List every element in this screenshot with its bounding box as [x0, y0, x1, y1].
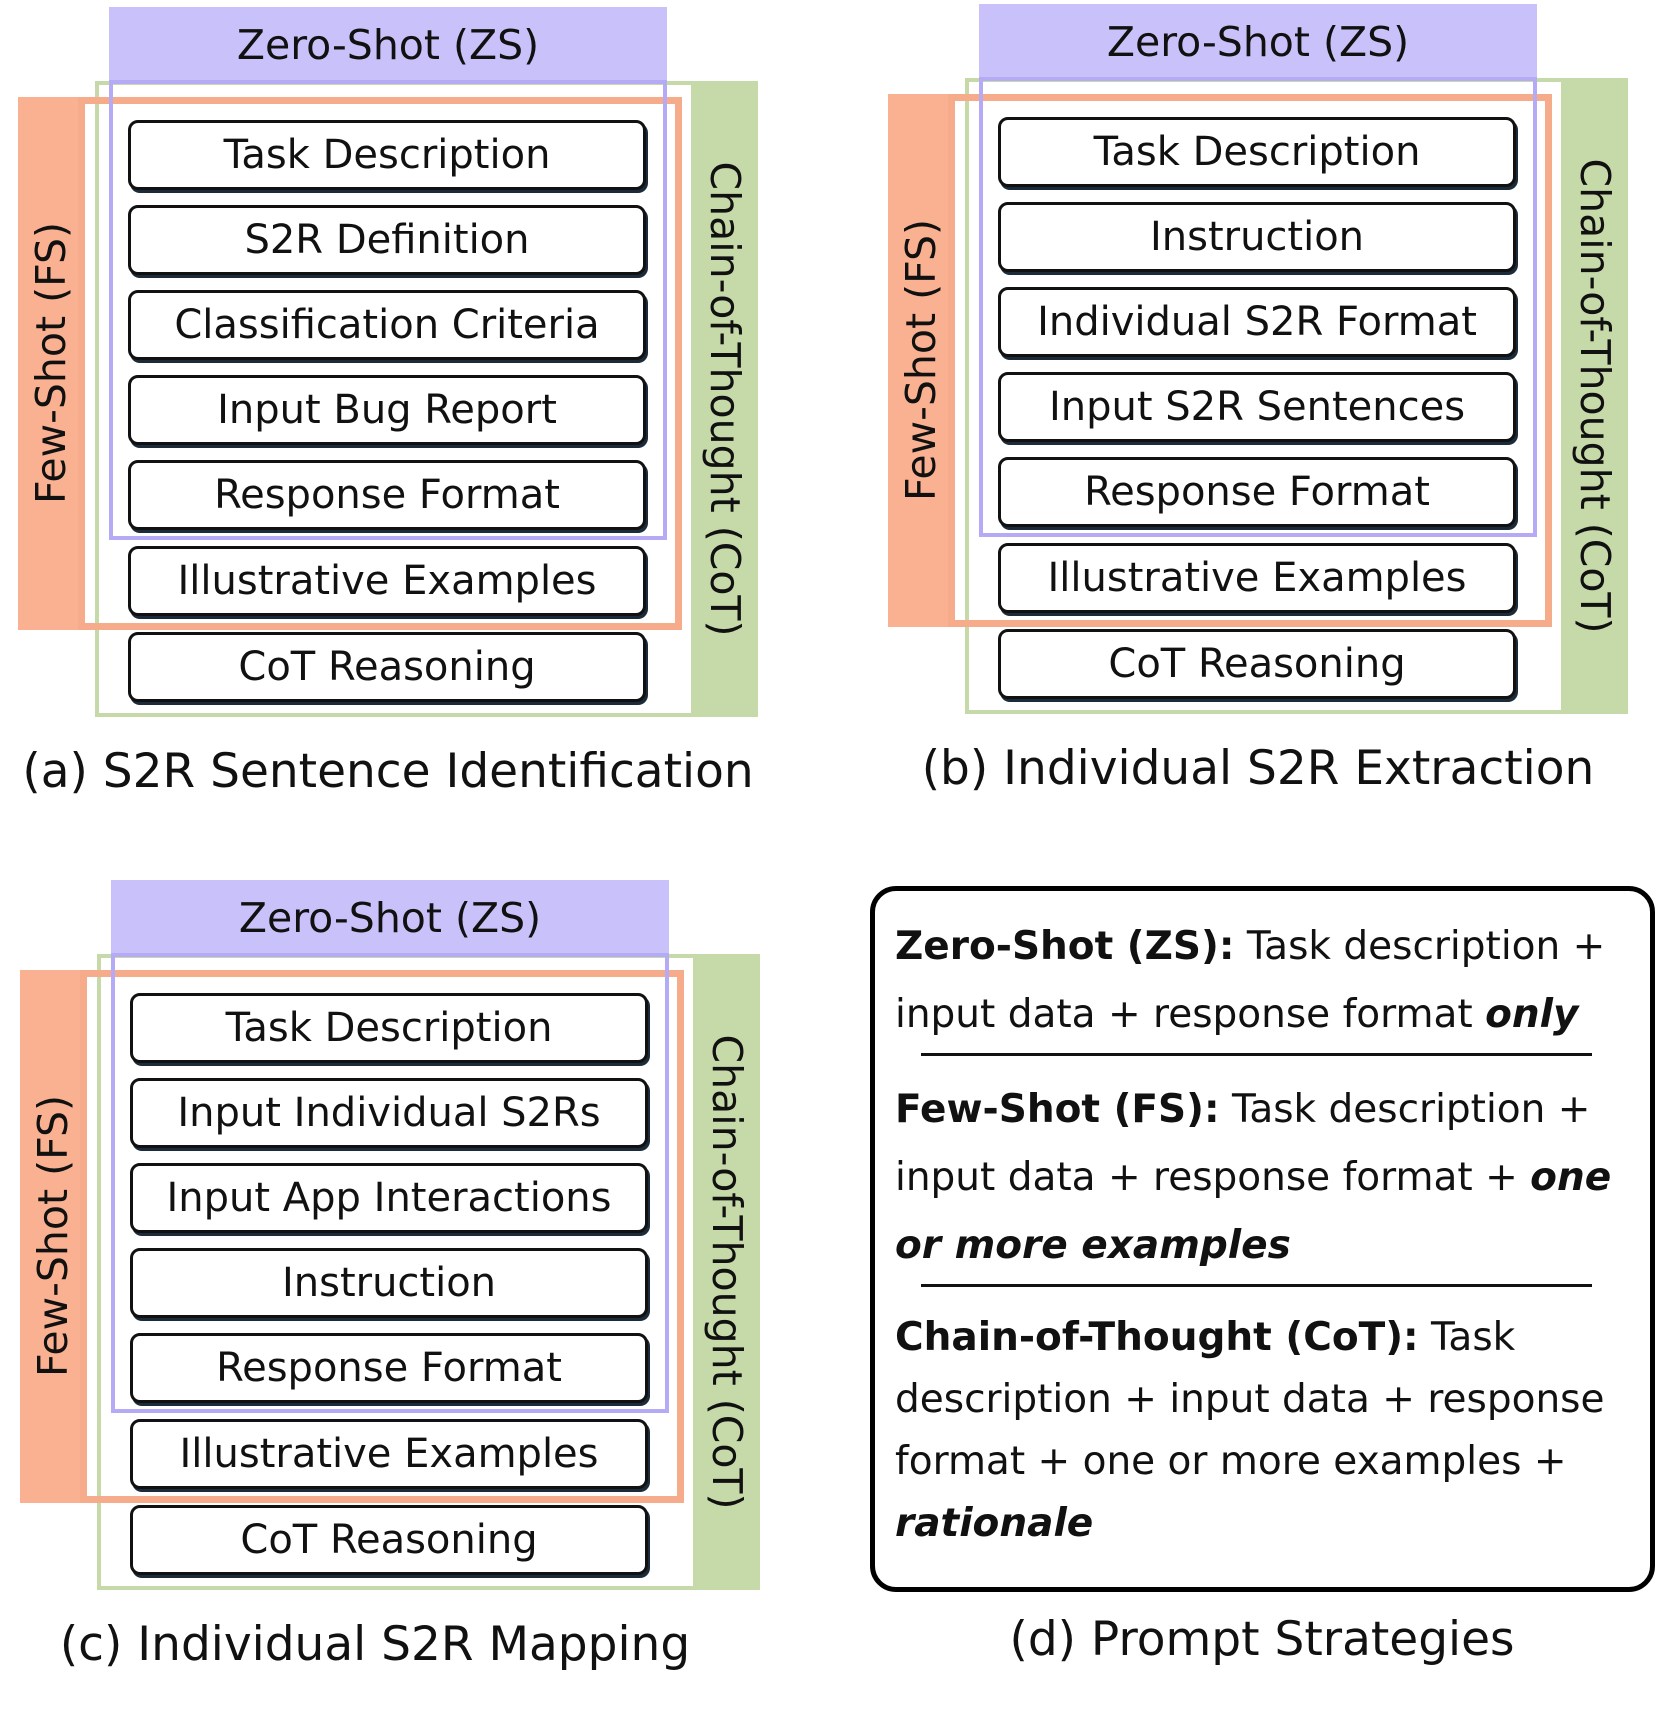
fs-bar — [20, 970, 86, 1503]
prompt-component-box: Response Format — [128, 460, 646, 530]
prompt-component-box: Input S2R Sentences — [998, 372, 1516, 442]
zs-inner-box — [979, 77, 1537, 537]
zs-bar: Zero-Shot (ZS) — [109, 7, 667, 82]
legend-divider — [921, 1053, 1592, 1056]
prompt-strategies-legend: Zero-Shot (ZS): Task description + input… — [870, 886, 1655, 1592]
legend-divider — [921, 1284, 1592, 1287]
prompt-component-box: S2R Definition — [128, 205, 646, 275]
legend-term: Few-Shot (FS): — [895, 1087, 1220, 1132]
zs-label: Zero-Shot (ZS) — [238, 893, 542, 942]
zs-bar: Zero-Shot (ZS) — [979, 4, 1537, 79]
fs-outline — [78, 97, 682, 630]
prompt-component-box: Task Description — [998, 117, 1516, 187]
legend-text: Task description + input data + response… — [895, 924, 1606, 1037]
legend-text: Task description + input data + response… — [895, 1087, 1591, 1200]
cot-label: Chain-of-Thought (CoT) — [703, 1034, 751, 1510]
fs-label: Few-Shot (FS) — [27, 222, 75, 504]
prompt-component-box: Individual S2R Format — [998, 287, 1516, 357]
legend-emphasis: one or more examples — [895, 1155, 1612, 1268]
panel-b: Zero-Shot (ZS) Few-Shot (FS) Chain-of-Th… — [870, 0, 1661, 849]
fs-bar — [888, 94, 954, 627]
legend-entry-cot: Chain-of-Thought (CoT): Task description… — [895, 1307, 1626, 1555]
prompt-component-box: CoT Reasoning — [998, 629, 1516, 699]
prompt-component-box: CoT Reasoning — [128, 632, 646, 702]
fs-outline — [80, 970, 684, 1503]
cot-bar — [692, 81, 758, 717]
zs-label: Zero-Shot (ZS) — [1106, 17, 1410, 66]
prompt-component-box: Classification Criteria — [128, 290, 646, 360]
prompt-component-box: Response Format — [998, 457, 1516, 527]
zs-label: Zero-Shot (ZS) — [236, 20, 540, 69]
legend-text: Task description + input data + response… — [895, 1315, 1605, 1484]
zs-bar: Zero-Shot (ZS) — [111, 880, 669, 955]
legend-emphasis: only — [1485, 992, 1579, 1037]
prompt-component-box: Task Description — [128, 120, 646, 190]
fs-outline — [948, 94, 1552, 627]
zs-inner-box — [109, 80, 667, 540]
prompt-component-box: Instruction — [998, 202, 1516, 272]
fs-bar — [18, 97, 84, 630]
legend-entry-zs: Zero-Shot (ZS): Task description + input… — [895, 913, 1626, 1049]
legend-entry-fs: Few-Shot (FS): Task description + input … — [895, 1076, 1626, 1280]
prompt-component-box: Input App Interactions — [130, 1163, 648, 1233]
legend-emphasis: rationale — [895, 1501, 1094, 1546]
legend-term: Zero-Shot (ZS): — [895, 924, 1235, 969]
cot-label: Chain-of-Thought (CoT) — [1571, 158, 1619, 634]
prompt-component-box: Input Individual S2Rs — [130, 1078, 648, 1148]
prompt-component-box: Task Description — [130, 993, 648, 1063]
panel-a: Zero-Shot (ZS) Few-Shot (FS) Chain-of-Th… — [0, 0, 830, 852]
cot-bar — [1562, 78, 1628, 714]
fs-label: Few-Shot (FS) — [897, 219, 945, 501]
panel-caption: (b) Individual S2R Extraction — [921, 741, 1595, 796]
prompt-component-box: CoT Reasoning — [130, 1505, 648, 1575]
panel-caption: (a) S2R Sentence Identification — [22, 744, 754, 799]
fs-label: Few-Shot (FS) — [29, 1095, 77, 1377]
prompt-component-box: Illustrative Examples — [128, 546, 646, 616]
cot-bar — [694, 954, 760, 1590]
prompt-component-box: Response Format — [130, 1333, 648, 1403]
prompt-component-box: Illustrative Examples — [130, 1419, 648, 1489]
prompt-component-box: Illustrative Examples — [998, 543, 1516, 613]
zs-inner-box — [111, 953, 669, 1413]
legend-term: Chain-of-Thought (CoT): — [895, 1315, 1419, 1360]
cot-label: Chain-of-Thought (CoT) — [701, 161, 749, 637]
prompt-component-box: Input Bug Report — [128, 375, 646, 445]
prompt-component-box: Instruction — [130, 1248, 648, 1318]
panel-c: Zero-Shot (ZS) Few-Shot (FS) Chain-of-Th… — [2, 873, 832, 1725]
panel-caption: (c) Individual S2R Mapping — [59, 1617, 691, 1672]
legend-caption: (d) Prompt Strategies — [1009, 1612, 1515, 1667]
